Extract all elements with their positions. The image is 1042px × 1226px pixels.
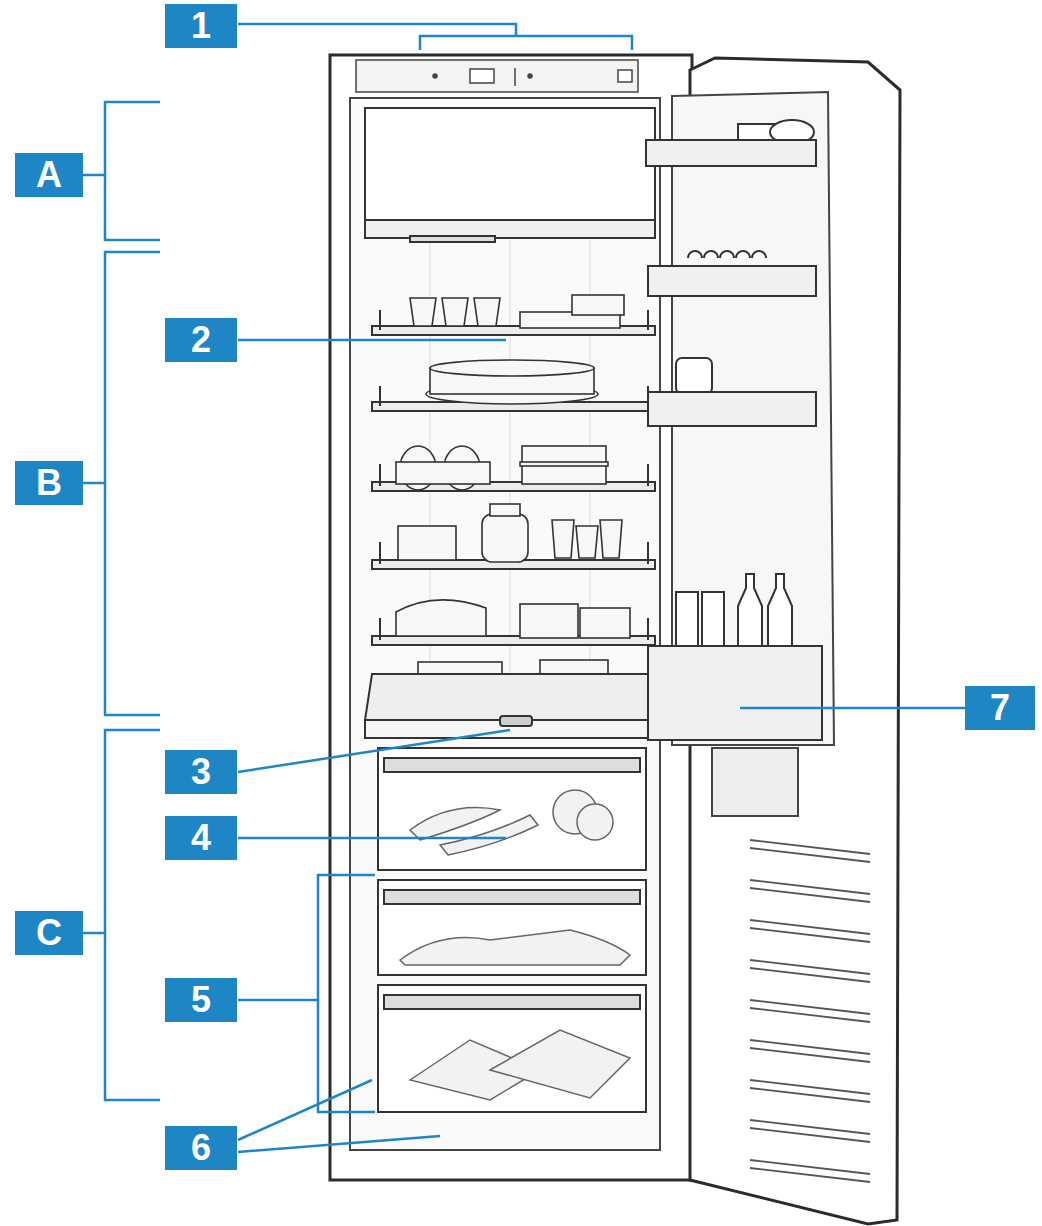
drawers — [378, 985, 646, 1112]
drawer-contents — [400, 930, 630, 965]
leader-lines — [83, 24, 965, 1152]
freezer-compartment — [365, 108, 655, 242]
food-items — [520, 462, 608, 466]
bottom-glass-plate — [500, 716, 532, 726]
callout-number: 1 — [165, 4, 237, 48]
cavity — [350, 98, 660, 1150]
fridge-body — [330, 55, 692, 1180]
leader-lines — [83, 730, 160, 1100]
food-items — [396, 295, 630, 706]
drawers — [384, 995, 640, 1009]
leader-lines — [238, 24, 632, 50]
door-bins — [648, 646, 822, 740]
back-wall — [510, 240, 511, 700]
control-panel — [356, 60, 638, 92]
control-panel — [618, 70, 632, 82]
leader-lines — [238, 1080, 440, 1152]
cavity-floor — [350, 1149, 660, 1151]
drawer-contents — [400, 790, 630, 1100]
drawers — [378, 748, 646, 870]
drawer-contents — [410, 808, 538, 856]
drawers — [378, 880, 646, 975]
door-vents — [750, 840, 870, 1182]
leader-lines — [238, 730, 510, 772]
leader-lines — [238, 875, 375, 1112]
control-panel — [356, 60, 638, 92]
callout-number: 4 — [165, 816, 237, 860]
food-items — [580, 608, 630, 638]
food-items — [490, 504, 520, 516]
control-panel — [528, 74, 532, 78]
door-bins — [676, 592, 698, 646]
callout-number: 5 — [165, 978, 237, 1022]
callout-number: B — [15, 461, 83, 505]
food-items — [520, 604, 578, 638]
food-items — [398, 526, 456, 560]
door-bins — [738, 574, 792, 646]
callout-number: 7 — [965, 686, 1035, 730]
cavity — [350, 98, 660, 1150]
glass-shelves — [372, 310, 655, 645]
door-bins — [676, 358, 712, 394]
food-items — [410, 298, 500, 326]
door-bins — [646, 140, 816, 166]
food-items — [572, 295, 624, 315]
control-panel — [433, 74, 437, 78]
leader-lines — [238, 837, 506, 840]
callout-number: 3 — [165, 750, 237, 794]
dispenser — [712, 748, 798, 816]
food-items — [482, 514, 528, 562]
glass-shelves — [380, 310, 648, 640]
leader-lines — [238, 339, 506, 342]
leader-lines — [740, 707, 965, 710]
drawer-contents — [490, 1030, 630, 1098]
leader-lines — [83, 102, 160, 240]
door-vents — [750, 840, 870, 1182]
drawers — [378, 748, 646, 1112]
drawers — [384, 890, 640, 904]
door-bins — [702, 592, 724, 646]
door-bins — [646, 120, 822, 740]
leader-lines — [83, 252, 160, 715]
drawer-contents — [577, 804, 613, 840]
door-bins — [648, 392, 816, 426]
callout-number: C — [15, 911, 83, 955]
bottom-glass-plate — [365, 674, 656, 720]
freezer-compartment — [410, 236, 495, 242]
door-bins — [648, 266, 816, 296]
drawers — [384, 758, 640, 772]
food-items — [430, 360, 594, 376]
freezer-compartment — [365, 108, 655, 220]
callout-number: 6 — [165, 1126, 237, 1170]
food-items — [552, 520, 622, 558]
bottom-glass-plate — [365, 674, 657, 738]
callout-number: 2 — [165, 318, 237, 362]
fridge-body — [330, 55, 692, 1180]
food-items — [396, 462, 490, 484]
dispenser — [712, 748, 798, 816]
freezer-compartment — [365, 220, 655, 238]
control-panel — [470, 69, 494, 83]
door-bins — [688, 251, 766, 258]
food-items — [396, 600, 486, 636]
control-panel — [514, 68, 516, 86]
callout-number: A — [15, 153, 83, 197]
